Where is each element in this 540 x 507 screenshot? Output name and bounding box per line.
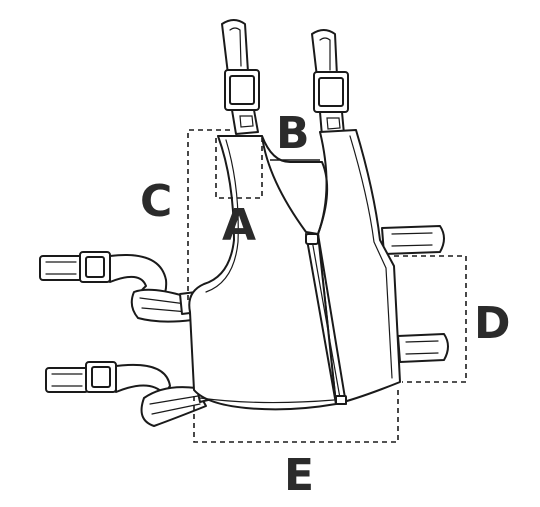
dimension-label-d: D xyxy=(474,298,511,349)
left-shoulder-strap xyxy=(221,19,260,135)
dimension-c-bracket xyxy=(187,129,230,300)
upper-left-side-strap xyxy=(39,251,199,323)
dimension-a-box xyxy=(215,138,263,199)
dimension-label-c: C xyxy=(140,176,173,227)
dimension-label-a: A xyxy=(222,200,257,251)
dimension-label-e: E xyxy=(284,450,315,501)
vest-body xyxy=(188,129,401,411)
dimension-d-bracket xyxy=(394,255,467,383)
right-side-straps xyxy=(381,225,449,363)
dimension-e-bracket xyxy=(193,390,399,443)
lower-left-side-strap xyxy=(45,361,217,427)
right-shoulder-strap xyxy=(311,29,349,137)
dimension-lines xyxy=(187,129,467,443)
dimension-label-b: B xyxy=(276,108,310,159)
